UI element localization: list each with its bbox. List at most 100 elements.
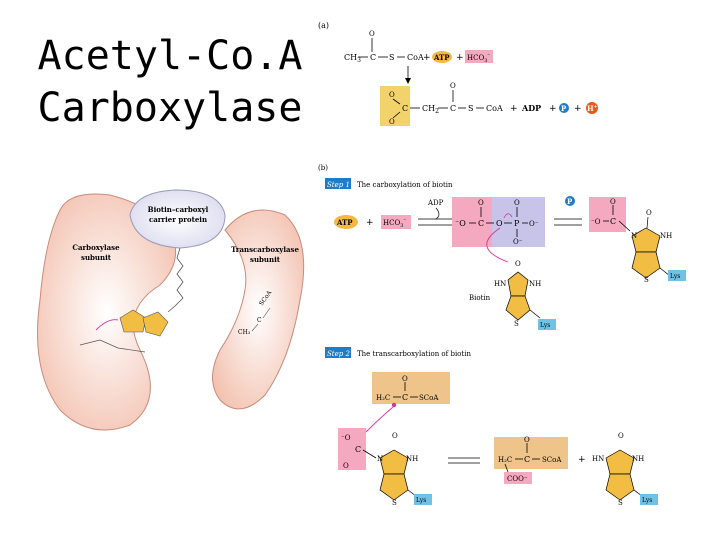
step1-o-top: O — [478, 199, 484, 207]
lys-badge — [640, 494, 658, 505]
panel-a: (a) CH3 C O S CoA + ATP + HCO3– O C O CH… — [318, 21, 598, 126]
eq1-c: C — [370, 53, 376, 62]
step2-coo: COO⁻ — [507, 475, 528, 483]
step2-hn: HN — [592, 455, 604, 463]
step2-scoa2: SCoA — [542, 456, 562, 464]
eq1-plus-1: + — [423, 53, 431, 63]
atp-badge — [334, 215, 358, 229]
phosphate-highlight — [492, 197, 545, 247]
lys-badge — [414, 494, 432, 505]
step2-s2: S — [618, 499, 623, 507]
coo-highlight — [504, 472, 532, 484]
panel-b-label: (b) — [318, 164, 328, 172]
biotin-ring — [605, 449, 635, 475]
transcarboxylase-label-2: subunit — [250, 255, 281, 264]
eq1-o: O — [369, 30, 375, 38]
step1-o-minus: ⁻O — [455, 219, 466, 228]
carboxylase-label-1: Carboxylase — [72, 243, 120, 252]
bond — [262, 307, 271, 319]
step2-lys2: Lys — [642, 497, 652, 504]
step1-o: O — [496, 219, 503, 228]
step1-o-minus-4: ⁻O — [591, 218, 601, 226]
eq1-s: S — [389, 53, 394, 62]
step2-title: The transcarboxylation of biotin — [357, 350, 471, 358]
eq2-plus-2: + — [549, 104, 557, 114]
step2-tag: Step 2 — [327, 350, 350, 358]
bond — [392, 98, 401, 105]
title-line-2: Carboxylase — [37, 85, 303, 131]
step2-tag-bg — [325, 347, 351, 358]
nucleophile-arrow — [486, 227, 509, 263]
eq2-c: C — [402, 104, 408, 113]
eq2-plus-1: + — [510, 104, 518, 114]
eq1-coa: CoA — [407, 53, 424, 62]
eq2-c2: C — [450, 104, 456, 113]
step1-ring-o2: O — [515, 260, 521, 268]
eq2-h: H+ — [587, 104, 598, 113]
biotin-ring-complex — [142, 311, 169, 337]
step1-atp: ATP — [336, 218, 353, 227]
eq2-o-top: O — [389, 91, 395, 99]
step1-ring-o: O — [646, 209, 652, 217]
step2-n: N — [377, 455, 383, 463]
biotinyl-lysine-arm — [167, 247, 184, 313]
curved-arrow — [435, 207, 440, 220]
step1-nh: NH — [660, 232, 672, 240]
bccp-label-1: Biotin–carboxyl — [148, 205, 209, 214]
lys-badge — [538, 319, 556, 330]
step1-p: P — [514, 219, 520, 228]
eq1-plus-2: + — [456, 53, 464, 63]
carbonate-highlight — [452, 197, 492, 247]
complex-c: C — [257, 317, 262, 324]
bond — [646, 216, 649, 229]
carboxy-highlight — [589, 197, 626, 232]
step1-n: N — [631, 232, 637, 240]
eq2-s: S — [468, 104, 473, 113]
step2-scoa: SCoA — [419, 394, 439, 402]
step1-plus: + — [366, 218, 374, 228]
bond — [504, 463, 509, 473]
step1-tag: Step 1 — [327, 181, 350, 189]
electron-arrow — [503, 213, 513, 219]
panel-a-label: (a) — [318, 21, 329, 30]
biotin-ring — [379, 473, 409, 501]
eq1-ch3: CH3 — [344, 53, 361, 64]
eq2-plus-3: + — [574, 104, 582, 114]
bccp-label-2: carrier protein — [149, 215, 207, 224]
step1-lys2: Lys — [540, 322, 550, 329]
step1-lys: Lys — [670, 273, 680, 280]
eq2-adp: ADP — [521, 103, 541, 113]
transcarboxylase-subunit — [212, 209, 305, 410]
step1-hn: HN — [494, 280, 506, 288]
step1-title: The carboxylation of biotin — [357, 181, 453, 189]
step1-o-minus-2: O⁻ — [529, 220, 539, 228]
carboxylase-label-2: subunit — [81, 253, 112, 262]
title-line-1: Acetyl-Co.A — [37, 33, 303, 79]
slide-title: Acetyl-Co.A Carboxylase — [30, 30, 310, 134]
atp-badge — [432, 51, 452, 63]
arrow-head — [405, 78, 411, 84]
step2-o: O — [402, 375, 408, 383]
complex-ch3: CH₃ — [238, 329, 251, 336]
step2-ring-o: O — [392, 432, 398, 440]
step2-o-minus: ⁻O — [341, 434, 351, 442]
step2-o2: O — [343, 462, 349, 470]
bond — [529, 309, 541, 319]
hco3-badge — [381, 215, 411, 229]
biotin-ring — [631, 227, 661, 253]
hco3-badge — [465, 50, 493, 63]
carboxyl-highlight — [380, 86, 410, 126]
carboxy-highlight — [338, 428, 366, 470]
eq2-coa: CoA — [486, 104, 503, 113]
step2-s: S — [392, 499, 397, 507]
step-2: Step 2 The transcarboxylation of biotin … — [325, 347, 658, 507]
eq2-p: P — [561, 104, 567, 113]
step1-s: S — [644, 276, 649, 284]
eq1-hco3: HCO3– — [467, 52, 490, 64]
biotin-ring — [507, 271, 529, 297]
eq2-o2: O — [450, 82, 456, 90]
step1-biotin-label: Biotin — [469, 294, 491, 302]
phosphate-chain — [79, 339, 146, 353]
bond — [618, 220, 631, 232]
